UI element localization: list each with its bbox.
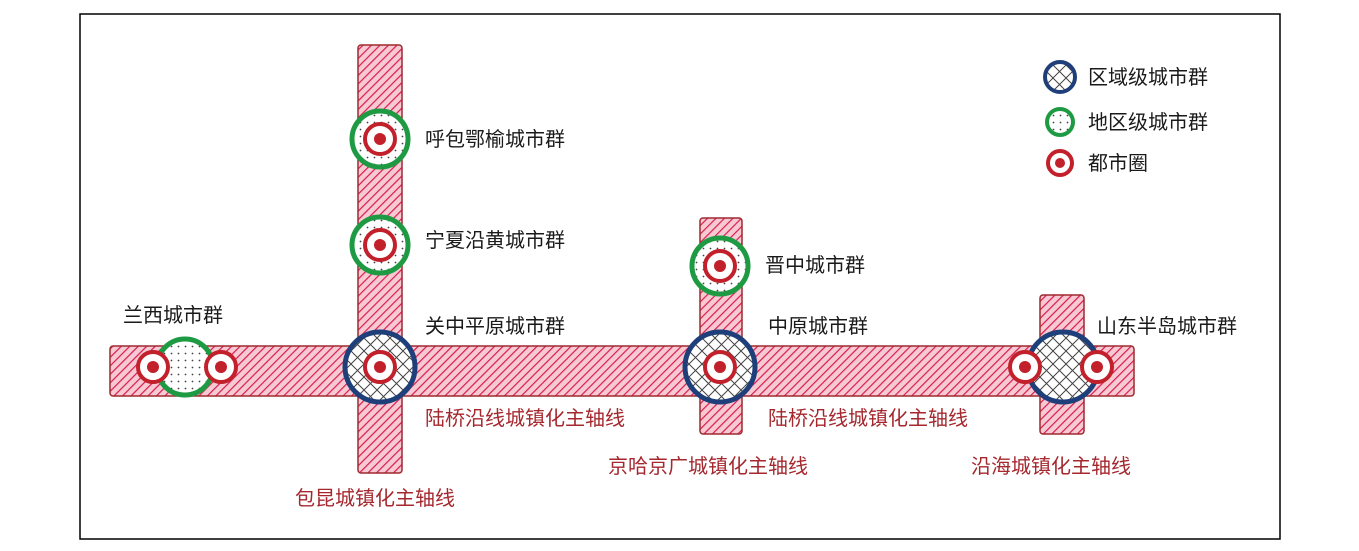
diagram-frame: [79, 13, 1281, 540]
metro-circle: [136, 350, 170, 384]
metro-circles: [136, 122, 1114, 384]
zhongyuan-label: 中原城市群: [768, 314, 868, 338]
shandong-label: 山东半岛城市群: [1097, 314, 1237, 338]
subregional-clusters: [154, 108, 751, 398]
legend-metro-label: 都市圈: [1088, 151, 1148, 175]
cluster-labels: 呼包鄂榆城市群 宁夏沿黄城市群 晋中城市群 兰西城市群 关中平原城市群 中原城市…: [123, 127, 1237, 338]
legend-regional-icon: [1043, 60, 1077, 94]
metro-circle: [204, 350, 238, 384]
legend-subregional: 地区级城市群: [1045, 107, 1208, 137]
jinghaguang-axis-label: 京哈京广城镇化主轴线: [608, 454, 808, 478]
hubaoeyu-label: 呼包鄂榆城市群: [425, 127, 565, 151]
axis-labels: 陆桥沿线城镇化主轴线 陆桥沿线城镇化主轴线 京哈京广城镇化主轴线 沿海城镇化主轴…: [295, 406, 1131, 510]
metro-circle: [1080, 350, 1114, 384]
legend-metro: 都市圈: [1046, 149, 1148, 177]
ningxia-label: 宁夏沿黄城市群: [425, 228, 565, 252]
jinzhong-label: 晋中城市群: [765, 253, 865, 277]
luqiao-axis-band: [109, 345, 1135, 397]
legend: 区域级城市群 地区级城市群 都市圈: [1043, 60, 1208, 177]
metro-circle: [1008, 350, 1042, 384]
coastal-axis-label: 沿海城镇化主轴线: [971, 454, 1131, 478]
guanzhong-label: 关中平原城市群: [425, 314, 565, 338]
luqiao-axis-label-west: 陆桥沿线城镇化主轴线: [425, 406, 625, 430]
legend-subregional-label: 地区级城市群: [1088, 110, 1208, 134]
metro-circle: [703, 350, 737, 384]
metro-circle: [363, 350, 397, 384]
metro-circle: [363, 228, 397, 262]
luqiao-axis-label-east: 陆桥沿线城镇化主轴线: [768, 406, 968, 430]
metro-circle: [363, 122, 397, 156]
legend-subregional-icon: [1045, 107, 1075, 137]
legend-regional: 区域级城市群: [1043, 60, 1208, 94]
metro-circle: [703, 249, 737, 283]
lanxi-label: 兰西城市群: [123, 303, 223, 327]
legend-regional-label: 区域级城市群: [1088, 65, 1208, 89]
baokun-axis-label: 包昆城镇化主轴线: [295, 486, 455, 510]
